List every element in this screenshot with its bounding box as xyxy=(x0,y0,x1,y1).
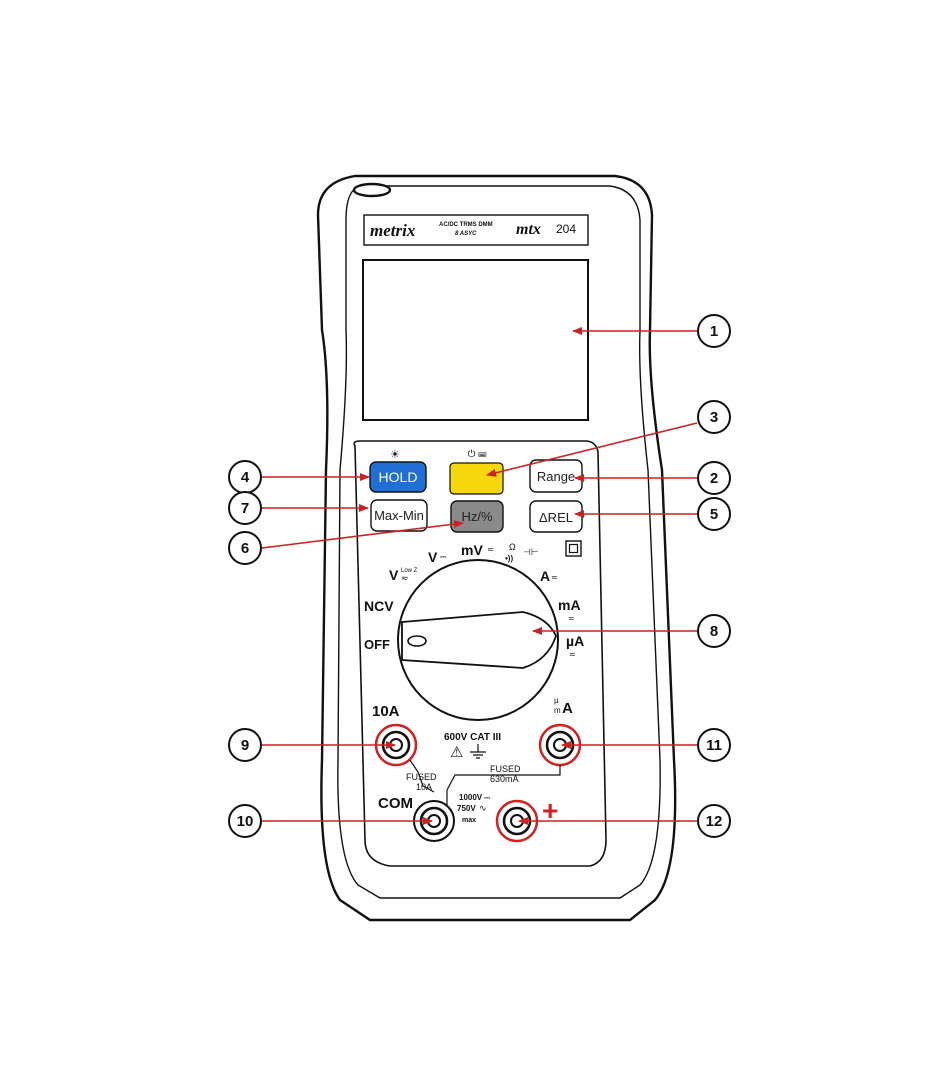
dial-label-ma-symbol: ≂ xyxy=(568,614,575,623)
callout-2-number: 2 xyxy=(710,470,718,487)
warning-icon: ⚠ xyxy=(450,744,463,761)
callout-4-number: 4 xyxy=(241,469,250,486)
callout-4: 4 xyxy=(229,461,261,493)
callout-1: 1 xyxy=(698,315,730,347)
backlight-icon: ☀ xyxy=(390,449,400,461)
callout-11: 11 xyxy=(698,729,730,761)
hold-button-label: HOLD xyxy=(379,469,418,485)
fused-right-line1: FUSED xyxy=(490,764,521,774)
callout-9: 9 xyxy=(229,729,261,761)
dial-label-mv-symbol: ≂ xyxy=(487,545,494,554)
callout-6-number: 6 xyxy=(241,540,249,557)
callout-5: 5 xyxy=(698,498,730,530)
dial-label-ua: µA xyxy=(566,633,584,649)
brand-logo: metrix xyxy=(370,221,416,240)
terminal-label-uma-m: m xyxy=(554,706,561,715)
dial-label-ma: mA xyxy=(558,597,581,613)
dial-label-v-dc-symbol: ⎓ xyxy=(440,552,447,561)
hz-button-label: Hz/% xyxy=(461,509,493,524)
model-number: 204 xyxy=(556,222,576,236)
dial-label-amp-symbol: ≂ xyxy=(551,573,558,582)
dial-label-ua-symbol: ≂ xyxy=(569,650,576,659)
dial-label-mv: mV xyxy=(461,542,483,558)
range-button[interactable]: Range xyxy=(530,460,582,492)
callout-10-number: 10 xyxy=(237,813,254,830)
voltage-rating-line3: max xyxy=(462,817,476,824)
callout-8: 8 xyxy=(698,615,730,647)
fused-left-line1: FUSED xyxy=(406,772,437,782)
hold-button[interactable]: HOLD xyxy=(370,462,426,492)
callout-6: 6 xyxy=(229,532,261,564)
callout-1-number: 1 xyxy=(710,323,718,340)
callout-7: 7 xyxy=(229,492,261,524)
terminal-label-10a: 10A xyxy=(372,703,400,720)
callout-11-number: 11 xyxy=(706,737,722,754)
cat-rating: 600V CAT III xyxy=(444,732,501,743)
terminal-label-uma-a: A xyxy=(562,700,573,717)
max-min-button-label: Max-Min xyxy=(374,508,424,523)
dial-label-ncv: NCV xyxy=(364,598,394,614)
rel-button[interactable]: ΔREL xyxy=(530,501,582,532)
terminal-label-uma-mu: µ xyxy=(554,696,559,705)
lcd-display xyxy=(363,260,588,420)
callout-12-number: 12 xyxy=(706,813,723,830)
voltage-dc-symbol: ⎓ xyxy=(484,793,491,802)
voltage-rating-line1: 1000V xyxy=(459,793,483,802)
dial-label-v-ac: V xyxy=(389,567,399,583)
fused-right-line2: 630mA xyxy=(490,774,519,784)
brand-desc-line1: AC/DC TRMS DMM xyxy=(439,222,493,228)
capacitor-diode-icon: ⊣⊢ xyxy=(523,547,539,557)
callout-12: 12 xyxy=(698,805,730,837)
dial-label-ohm: Ω xyxy=(509,542,516,552)
callout-3-number: 3 xyxy=(710,409,718,426)
callout-3: 3 xyxy=(698,401,730,433)
hanging-hole xyxy=(354,184,390,196)
callout-8-number: 8 xyxy=(710,623,718,640)
brand-desc-line2: 8 ASYC xyxy=(455,231,477,237)
callout-10: 10 xyxy=(229,805,261,837)
max-min-button[interactable]: Max-Min xyxy=(371,500,427,531)
voltage-ac-symbol: ∿ xyxy=(479,803,487,813)
rel-button-label: ΔREL xyxy=(539,510,573,525)
hz-button[interactable]: Hz/% xyxy=(451,501,503,532)
dial-pointer-slot xyxy=(408,636,426,646)
fused-left-line2: 10A xyxy=(416,782,432,792)
power-button[interactable] xyxy=(450,463,503,494)
dial-label-v-ac-symbol: ≂ xyxy=(401,573,409,583)
dial-label-off: OFF xyxy=(364,637,390,652)
range-button-label: Range xyxy=(537,469,575,484)
dial-label-continuity: •)) xyxy=(505,554,513,563)
power-backlight-symbols: ⏻ ⌨ xyxy=(468,449,487,460)
dial-label-amp: A xyxy=(540,568,550,584)
callout-5-number: 5 xyxy=(710,506,718,523)
callout-7-number: 7 xyxy=(241,500,249,517)
callout-2: 2 xyxy=(698,462,730,494)
callout-9-number: 9 xyxy=(241,737,249,754)
terminal-label-com: COM xyxy=(378,795,413,812)
model-prefix: mtx xyxy=(516,221,541,238)
voltage-rating-line2: 750V xyxy=(457,804,476,813)
dial-label-v-dc: V xyxy=(428,549,438,565)
